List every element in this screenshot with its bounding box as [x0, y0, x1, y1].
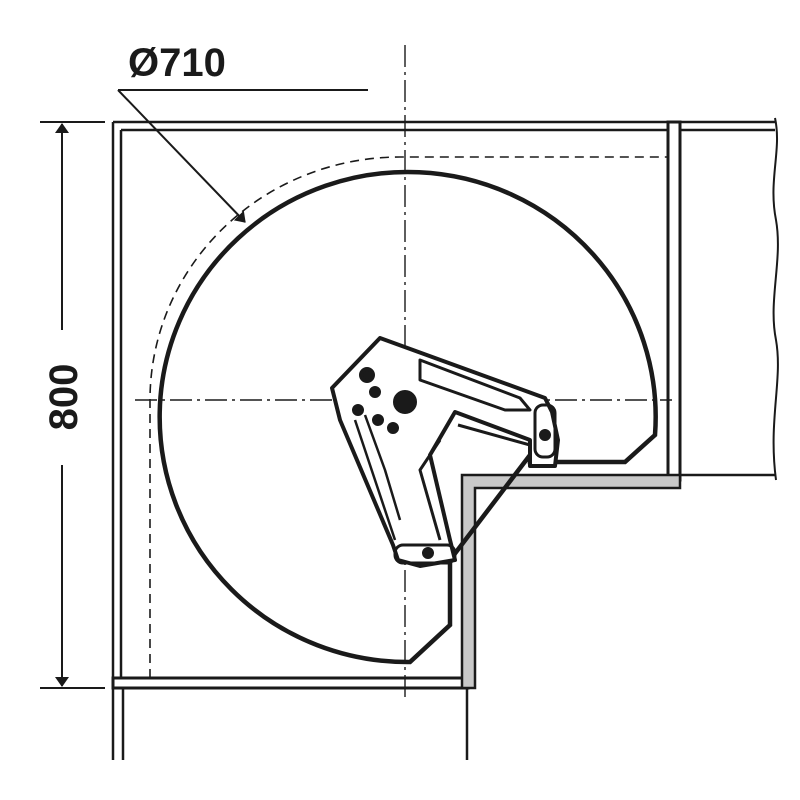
diameter-label: Ø710: [128, 41, 226, 85]
height-label: 800: [42, 364, 86, 431]
cabinet-outline: [111, 120, 775, 760]
dashed-swing-arc: [149, 156, 668, 678]
door-panel: [460, 473, 682, 690]
carousel-shelf: [157, 169, 658, 665]
swing-mechanism: [330, 336, 560, 568]
break-line: [772, 117, 779, 481]
diameter-dimension: [117, 89, 368, 223]
height-dimension: [40, 121, 105, 689]
